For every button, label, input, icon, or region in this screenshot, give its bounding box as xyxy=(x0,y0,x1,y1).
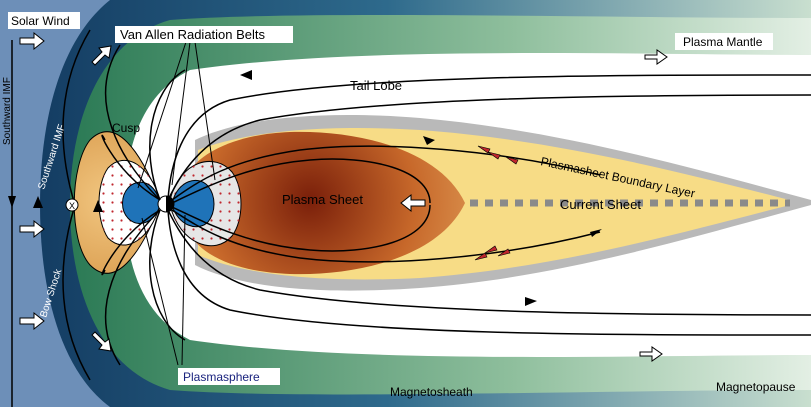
red-arrow-6 xyxy=(497,248,511,257)
plasma-sheet-label: Plasma Sheet xyxy=(282,192,363,207)
magnetosheath-label: Magnetosheath xyxy=(390,385,473,399)
flow-arrow-3 xyxy=(19,311,45,331)
arrow-cusp-1 xyxy=(93,200,103,212)
imf-arrow xyxy=(8,196,16,208)
arrow-lower-1 xyxy=(525,297,537,306)
field-line-arrows xyxy=(33,70,602,306)
southward-imf-outer-label: Southward IMF xyxy=(2,77,13,145)
cusp-label: Cusp xyxy=(112,121,140,135)
field-line-lower-2 xyxy=(167,209,811,316)
plasma-mantle-label: Plasma Mantle xyxy=(683,35,763,49)
flow-arrow-solar-wind xyxy=(19,31,45,51)
field-line-cusp-5 xyxy=(101,134,161,201)
leader-van-allen-2 xyxy=(171,41,191,186)
field-line-cusp-6 xyxy=(101,209,161,276)
tail-lobe-label: Tail Lobe xyxy=(350,78,402,93)
field-line-cusp-1 xyxy=(104,44,161,201)
flow-arrow-plasma-sheet xyxy=(400,193,426,213)
arrow-upper-1 xyxy=(240,70,252,80)
plasmasphere-label: Plasmasphere xyxy=(183,370,260,384)
leader-van-allen-1 xyxy=(137,41,187,189)
x-line-marker xyxy=(65,198,79,212)
label-leaders xyxy=(137,41,216,366)
solar-wind-label: Solar Wind xyxy=(11,14,70,28)
red-arrow-1 xyxy=(477,145,491,154)
field-line-cusp-4 xyxy=(149,209,186,341)
flow-arrow-mantle-upper xyxy=(644,49,668,65)
van-allen-label: Van Allen Radiation Belts xyxy=(120,27,266,42)
field-lines xyxy=(62,29,811,381)
flow-arrow-4 xyxy=(91,45,112,66)
leader-plasmasphere-1 xyxy=(141,217,179,366)
solar-wind-label-bg xyxy=(8,12,80,29)
red-arrow-2 xyxy=(487,151,501,160)
plasma-mantle-label-bg xyxy=(675,33,773,50)
plasma-sheet-region xyxy=(190,131,465,275)
arrow-dayside xyxy=(33,196,43,208)
flow-arrows xyxy=(19,31,668,362)
red-arrow-4 xyxy=(474,252,488,261)
flow-arrow-mantle-lower xyxy=(639,346,663,362)
flow-arrow-2 xyxy=(19,219,45,239)
field-line-upper-2 xyxy=(167,94,811,201)
counter-streaming-arrows xyxy=(474,145,519,261)
arrow-upper-2 xyxy=(423,136,435,145)
field-line-closed-1 xyxy=(171,145,601,201)
field-line-upper-1 xyxy=(167,74,811,201)
red-arrow-3 xyxy=(505,156,519,165)
field-line-cusp-2 xyxy=(104,209,161,366)
field-line-lower-1 xyxy=(167,209,811,336)
arrow-lower-2 xyxy=(590,229,602,237)
field-line-closed-2 xyxy=(171,209,601,263)
magnetopause-label: Magnetopause xyxy=(716,380,796,394)
plasmasphere-label-bg xyxy=(178,368,280,385)
leader-van-allen-3 xyxy=(194,41,216,181)
red-arrow-5 xyxy=(484,245,498,254)
field-line-closed-3 xyxy=(171,158,431,204)
van-allen-label-bg xyxy=(115,26,293,43)
flow-arrow-5 xyxy=(91,331,112,352)
x-marker-label: X xyxy=(69,201,75,211)
current-sheet-label: Current Sheet xyxy=(560,197,641,212)
field-line-closed-4 xyxy=(171,204,431,252)
leader-plasmasphere-2 xyxy=(181,214,186,366)
